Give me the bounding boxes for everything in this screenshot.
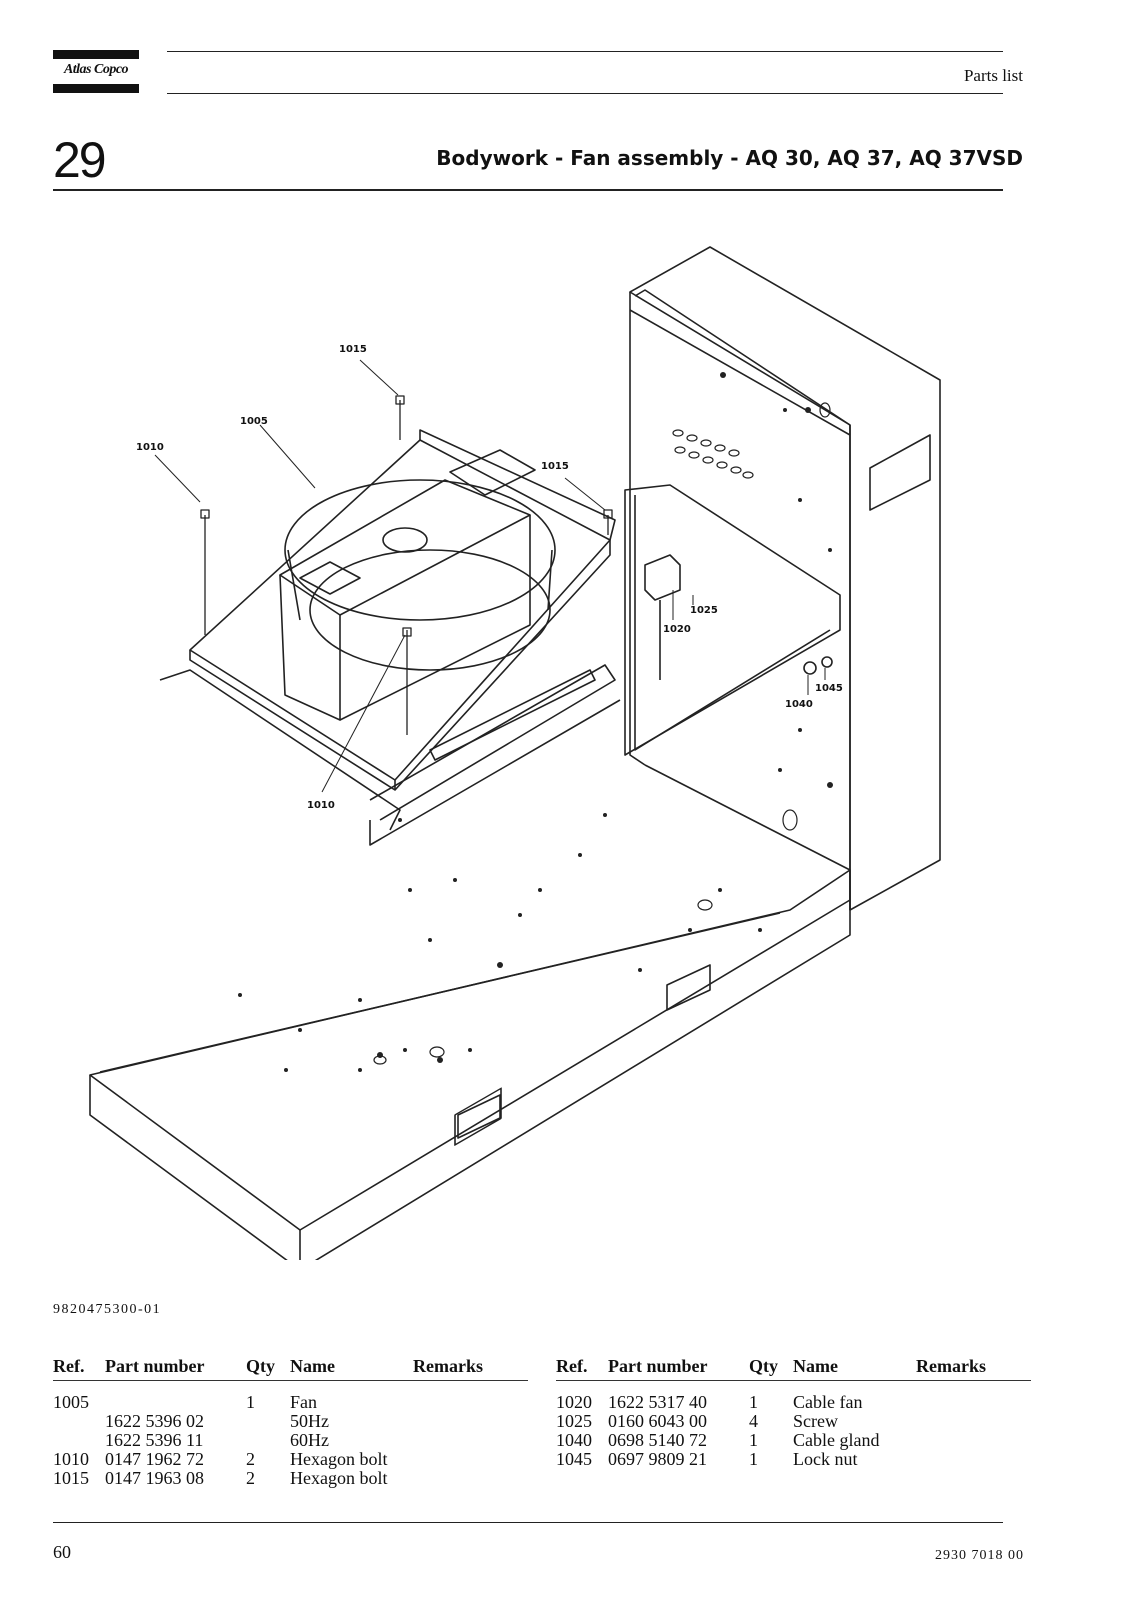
table-row: 1020 1622 5317 40 1 Cable fan — [556, 1393, 1031, 1412]
cell-ref: 1015 — [53, 1468, 89, 1488]
cell-name: Cable gland — [793, 1430, 880, 1450]
logo-bar-top — [53, 50, 139, 59]
cell-name: Hexagon bolt — [290, 1449, 388, 1469]
logo-bar-bottom — [53, 84, 139, 93]
table-row: 1025 0160 6043 00 4 Screw — [556, 1412, 1031, 1431]
table-row: 1622 5396 02 50Hz — [53, 1412, 528, 1431]
cell-qty: 4 — [749, 1411, 758, 1431]
section-label: Parts list — [963, 66, 1023, 85]
cell-part-number: 1622 5317 40 — [608, 1392, 707, 1412]
drawing-id: 9820475300-01 — [53, 1302, 162, 1317]
table-row: 1015 0147 1963 08 2 Hexagon bolt — [53, 1469, 528, 1488]
table-row: 1045 0697 9809 21 1 Lock nut — [556, 1450, 1031, 1469]
fan-assembly-drawing: 1015 1005 1010 1015 1025 1020 1045 1040 … — [89, 246, 941, 1260]
header-rule-bottom — [167, 93, 1003, 94]
callout-1045: 1045 — [815, 683, 843, 694]
cell-part-number: 0147 1962 72 — [105, 1449, 204, 1469]
page-title: Bodywork - Fan assembly - AQ 30, AQ 37, … — [436, 146, 1023, 170]
table-row: 1005 1 Fan — [53, 1393, 528, 1412]
header-remarks: Remarks — [916, 1356, 986, 1376]
header-qty: Qty — [246, 1356, 275, 1376]
cell-ref: 1020 — [556, 1392, 592, 1412]
header-rule-top — [167, 51, 1003, 52]
cell-part-number: 0147 1963 08 — [105, 1468, 204, 1488]
callout-1020: 1020 — [663, 624, 691, 635]
cell-name: Cable fan — [793, 1392, 863, 1412]
callout-1010-top: 1010 — [136, 442, 164, 453]
atlas-copco-logo: Atlas Copco — [63, 62, 129, 77]
header-ref: Ref. — [53, 1356, 85, 1376]
header-part-number: Part number — [105, 1356, 205, 1376]
callout-1015-right: 1015 — [541, 461, 569, 472]
cell-part-number: 0160 6043 00 — [608, 1411, 707, 1431]
cell-qty: 1 — [749, 1430, 758, 1450]
fan-tray — [189, 439, 611, 781]
table-header: Ref. Part number Qty Name Remarks — [556, 1354, 1031, 1381]
cell-name: Fan — [290, 1392, 317, 1412]
table-row: 1010 0147 1962 72 2 Hexagon bolt — [53, 1450, 528, 1469]
cell-name: Hexagon bolt — [290, 1468, 388, 1488]
header-ref: Ref. — [556, 1356, 588, 1376]
cell-part-number: 1622 5396 11 — [105, 1430, 204, 1450]
header-remarks: Remarks — [413, 1356, 483, 1376]
callout-1015-top: 1015 — [339, 344, 367, 355]
header-part-number: Part number — [608, 1356, 708, 1376]
table-row: 1040 0698 5140 72 1 Cable gland — [556, 1431, 1031, 1450]
page-number: 60 — [53, 1542, 71, 1562]
cell-ref: 1010 — [53, 1449, 89, 1469]
header-name: Name — [793, 1356, 838, 1376]
cell-part-number: 1622 5396 02 — [105, 1411, 204, 1431]
cell-ref: 1045 — [556, 1449, 592, 1469]
cell-ref: 1025 — [556, 1411, 592, 1431]
section-number: 29 — [53, 132, 107, 188]
callout-1005: 1005 — [240, 416, 268, 427]
cell-qty: 1 — [246, 1392, 255, 1412]
header-qty: Qty — [749, 1356, 778, 1376]
fan-impeller — [284, 479, 556, 621]
cell-name: Screw — [793, 1411, 838, 1431]
callout-1010-bottom: 1010 — [307, 800, 335, 811]
footer-rule — [53, 1522, 1003, 1523]
table-row: 1622 5396 11 60Hz — [53, 1431, 528, 1450]
cell-name: 60Hz — [290, 1430, 329, 1450]
cell-name: Lock nut — [793, 1449, 858, 1469]
parts-table-left: Ref. Part number Qty Name Remarks 1005 1… — [53, 1354, 528, 1488]
title-rule — [53, 189, 1003, 191]
cell-name: 50Hz — [290, 1411, 329, 1431]
cell-part-number: 0697 9809 21 — [608, 1449, 707, 1469]
cell-qty: 2 — [246, 1449, 255, 1469]
cell-qty: 1 — [749, 1449, 758, 1469]
header-name: Name — [290, 1356, 335, 1376]
cell-qty: 1 — [749, 1392, 758, 1412]
parts-table-right: Ref. Part number Qty Name Remarks 1020 1… — [556, 1354, 1031, 1469]
cell-qty: 2 — [246, 1468, 255, 1488]
cell-part-number: 0698 5140 72 — [608, 1430, 707, 1450]
cell-ref: 1005 — [53, 1392, 89, 1412]
callout-1025: 1025 — [690, 605, 718, 616]
callout-1040: 1040 — [785, 699, 813, 710]
cell-ref: 1040 — [556, 1430, 592, 1450]
document-number: 2930 7018 00 — [935, 1548, 1024, 1563]
table-header: Ref. Part number Qty Name Remarks — [53, 1354, 528, 1381]
cabinet-side-panel — [629, 246, 941, 911]
